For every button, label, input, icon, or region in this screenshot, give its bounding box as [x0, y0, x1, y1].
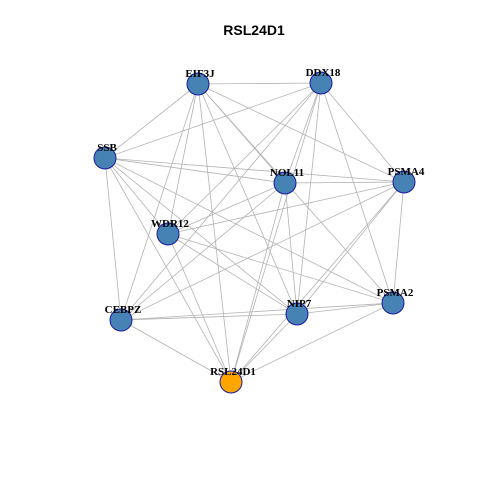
edge-nol11-psma4 — [284, 181, 405, 184]
node-psma2[interactable] — [381, 291, 405, 315]
node-label-eif3j: EIF3J — [185, 68, 215, 80]
edge-wdr12-nip7 — [167, 233, 298, 315]
edge-nip7-rsl24d1 — [230, 313, 298, 383]
edge-ssb-psma4 — [104, 157, 405, 183]
edge-ssb-wdr12 — [104, 157, 169, 235]
node-eif3j[interactable] — [186, 72, 210, 96]
node-ssb[interactable] — [93, 146, 117, 170]
edge-ddx18-ssb — [104, 82, 322, 159]
edge-wdr12-rsl24d1 — [167, 233, 232, 383]
edge-cebpz-rsl24d1 — [120, 319, 232, 383]
edge-nol11-rsl24d1 — [230, 182, 286, 383]
edge-nol11-nip7 — [284, 182, 298, 315]
edge-eif3j-ddx18 — [197, 82, 322, 85]
node-label-psma4: PSMA4 — [388, 166, 425, 178]
node-label-wdr12: WDR12 — [151, 218, 189, 230]
edge-ssb-nip7 — [104, 157, 298, 315]
edge-ddx18-psma4 — [320, 82, 405, 183]
edge-psma4-wdr12 — [167, 181, 405, 235]
diagram-title: RSL24D1 — [223, 22, 285, 38]
edge-eif3j-wdr12 — [167, 83, 199, 235]
node-rsl24d1[interactable] — [219, 370, 243, 394]
edge-wdr12-psma2 — [167, 233, 394, 304]
node-label-psma2: PSMA2 — [377, 287, 414, 299]
node-label-rsl24d1: RSL24D1 — [210, 366, 256, 378]
edge-ssb-nol11 — [104, 157, 286, 184]
edge-psma4-psma2 — [392, 181, 405, 304]
edge-nol11-cebpz — [120, 182, 286, 321]
edge-psma2-rsl24d1 — [230, 302, 394, 383]
edge-psma2-nip7 — [296, 302, 394, 315]
edge-ssb-rsl24d1 — [104, 157, 232, 383]
node-wdr12[interactable] — [156, 222, 180, 246]
edge-eif3j-psma4 — [197, 83, 405, 183]
edge-eif3j-rsl24d1 — [197, 83, 232, 383]
node-ddx18[interactable] — [309, 71, 333, 95]
node-label-nol11: NOL11 — [270, 167, 304, 179]
edge-psma2-cebpz — [120, 302, 394, 321]
edge-ddx18-rsl24d1 — [230, 82, 322, 383]
node-nip7[interactable] — [285, 302, 309, 326]
node-cebpz[interactable] — [109, 308, 133, 332]
node-label-ssb: SSB — [97, 142, 117, 154]
edge-layer — [104, 82, 405, 383]
edge-psma4-rsl24d1 — [230, 181, 405, 383]
edge-nol11-wdr12 — [167, 182, 286, 235]
edge-nip7-cebpz — [120, 313, 298, 321]
node-label-cebpz: CEBPZ — [105, 304, 142, 316]
edge-ddx18-nol11 — [284, 82, 322, 184]
node-layer — [93, 71, 416, 394]
node-label-nip7: NIP7 — [287, 298, 312, 310]
edge-psma4-cebpz — [120, 181, 405, 321]
edge-ssb-psma2 — [104, 157, 394, 304]
node-nol11[interactable] — [273, 171, 297, 195]
node-label-ddx18: DDX18 — [306, 67, 341, 79]
edge-ddx18-cebpz — [120, 82, 322, 321]
edge-eif3j-psma2 — [197, 83, 394, 304]
edge-ddx18-nip7 — [296, 82, 322, 315]
edge-ssb-cebpz — [104, 157, 122, 321]
edge-ddx18-wdr12 — [167, 82, 322, 235]
edge-ddx18-psma2 — [320, 82, 394, 304]
node-psma4[interactable] — [392, 170, 416, 194]
edge-psma4-nip7 — [296, 181, 405, 315]
edge-eif3j-ssb — [104, 83, 199, 159]
